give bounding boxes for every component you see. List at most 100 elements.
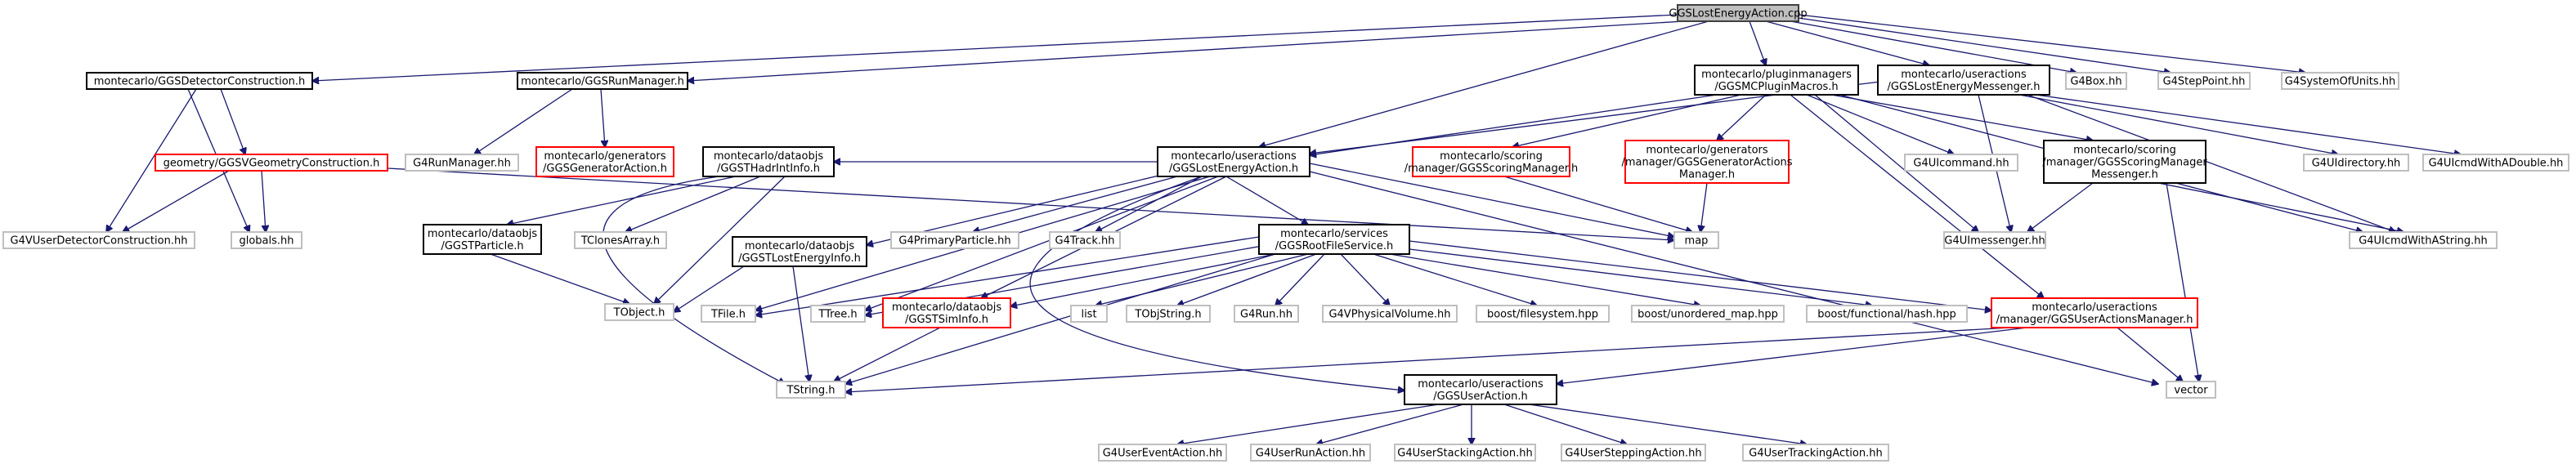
node-g4vphys[interactable]: G4VPhysicalVolume.hh (1322, 305, 1458, 323)
node-label-g4units: G4SystemOfUnits.hh (2285, 76, 2395, 88)
node-globals[interactable]: globals.hh (231, 231, 302, 249)
node-label-g4uicmd: G4UIcommand.hh (1913, 158, 2009, 170)
edge-scoremsg-to-g4uistr (2157, 182, 2404, 232)
node-g4urun[interactable]: G4UserRunAction.hh (1250, 444, 1371, 462)
node-runmgr[interactable]: montecarlo/GGSRunManager.h (517, 72, 688, 90)
node-label-ttree: TTree.h (818, 309, 857, 321)
node-siminfo[interactable]: montecarlo/dataobjs/GGSTSimInfo.h (882, 297, 1011, 328)
node-box-g4uistr (2349, 231, 2498, 249)
node-g4stack[interactable]: G4UserStackingAction.hh (1394, 444, 1536, 462)
node-label-g4uidir: G4UIdirectory.hh (2312, 158, 2401, 170)
edge-uamgr-to-tstring (845, 327, 2012, 392)
edge-root-to-g4box (1790, 20, 2076, 73)
edge-root-to-det (312, 14, 1678, 81)
edge-hadr-to-tobject (654, 176, 786, 304)
node-box-leinfo (732, 236, 867, 267)
node-g4run[interactable]: G4Run.hh (1234, 305, 1299, 323)
node-plugin[interactable]: montecarlo/pluginmanagers/GGSMCPluginMac… (1694, 65, 1859, 96)
node-box-leaction (1157, 146, 1310, 177)
node-box-g4stepping (1561, 444, 1706, 462)
node-scoringmgr[interactable]: montecarlo/scoring/manager/GGSScoringMan… (1404, 146, 1579, 177)
node-ttree[interactable]: TTree.h (810, 305, 866, 323)
node-g4uidir[interactable]: G4UIdirectory.hh (2303, 154, 2409, 172)
node-g4event[interactable]: G4UserEventAction.hh (1098, 444, 1227, 462)
node-box-runmgr (517, 72, 688, 90)
node-g4prim[interactable]: G4PrimaryParticle.hh (890, 231, 1019, 249)
node-list[interactable]: list (1070, 305, 1108, 323)
node-label-geom: geometry/GGSVGeometryConstruction.h (164, 158, 380, 170)
node-particle[interactable]: montecarlo/dataobjs/GGSTParticle.h (423, 224, 542, 255)
node-label-bfs: boost/filesystem.hpp (1487, 309, 1598, 321)
node-bfs[interactable]: boost/filesystem.hpp (1476, 305, 1610, 323)
edge-siminfo-to-tstring (834, 327, 941, 382)
node-label-scoremsg: Messenger.h (2091, 169, 2158, 181)
node-box-ttree (810, 305, 866, 323)
node-tobject[interactable]: TObject.h (604, 303, 674, 321)
node-label-gengen: /GGSGeneratorAction.h (543, 163, 667, 175)
node-g4udc[interactable]: G4VUserDetectorConstruction.hh (2, 231, 195, 249)
node-hadr[interactable]: montecarlo/dataobjs/GGSTHadrIntInfo.h (702, 146, 835, 177)
edge-rootfile-to-tstring (845, 253, 1276, 384)
node-tclones[interactable]: TClonesArray.h (574, 231, 667, 249)
node-label-tobject: TObject.h (613, 307, 665, 319)
node-det[interactable]: montecarlo/GGSDetectorConstruction.h (86, 72, 313, 90)
node-useraction[interactable]: montecarlo/useractions/GGSUserAction.h (1404, 374, 1557, 405)
node-g4uidbl[interactable]: G4UIcmdWithADouble.hh (2422, 154, 2569, 172)
node-label-g4stepping: G4UserSteppingAction.hh (1565, 448, 1701, 460)
node-genmgr[interactable]: montecarlo/generators/manager/GGSGenerat… (1621, 140, 1793, 184)
node-bhash[interactable]: boost/functional/hash.hpp (1806, 305, 1968, 323)
node-tstring[interactable]: TString.h (776, 381, 846, 399)
edge-uamgr-to-useraction (1557, 327, 2028, 384)
node-gengen[interactable]: montecarlo/generators/GGSGeneratorAction… (535, 146, 674, 177)
node-uamgr[interactable]: montecarlo/useractions/manager/GGSUserAc… (1991, 297, 2198, 328)
node-g4uistr[interactable]: G4UIcmdWithAString.hh (2349, 231, 2498, 249)
node-tobjstr[interactable]: TObjString.h (1126, 305, 1211, 323)
node-geom[interactable]: geometry/GGSVGeometryConstruction.h (155, 154, 388, 172)
node-root: GGSLostEnergyAction.cpp (1669, 4, 1808, 22)
edge-plugin-to-g4uimsgr (1814, 94, 1978, 232)
node-g4step[interactable]: G4StepPoint.hh (2157, 72, 2251, 90)
node-g4track[interactable]: G4Track.hh (1049, 231, 1121, 249)
edge-root-to-leaction (1259, 20, 1709, 147)
edge-scoremsg-to-vector (2166, 182, 2199, 382)
node-label-tclones: TClonesArray.h (580, 235, 660, 248)
node-label-genmgr: montecarlo/generators (1646, 145, 1768, 157)
node-g4stepping[interactable]: G4UserSteppingAction.hh (1561, 444, 1706, 462)
node-box-g4tracking (1742, 444, 1889, 462)
edge-plugin-to-scoremsg (1830, 94, 2093, 141)
node-bumap[interactable]: boost/unordered_map.hpp (1631, 305, 1785, 323)
edge-rootfile-to-g4run (1275, 253, 1325, 306)
node-box-g4run (1234, 305, 1299, 323)
node-box-det (86, 72, 313, 90)
node-g4runmgr[interactable]: G4RunManager.hh (405, 154, 519, 172)
node-box-scoremsg (2043, 140, 2206, 184)
node-box-g4stack (1394, 444, 1536, 462)
edge-rootfile-to-siminfo (1010, 253, 1276, 306)
edge-rootfile-to-uamgr (1409, 240, 1991, 310)
edge-leinfo-to-tobject (674, 266, 745, 312)
node-scoremsg[interactable]: montecarlo/scoring/manager/GGSScoringMan… (2042, 140, 2207, 184)
node-lemsg[interactable]: montecarlo/useractions/GGSLostEnergyMess… (1877, 65, 2050, 96)
node-label-useraction: montecarlo/useractions (1418, 378, 1543, 390)
node-label-runmgr: montecarlo/GGSRunManager.h (521, 76, 684, 88)
node-box-g4box (2065, 72, 2127, 90)
node-g4tracking[interactable]: G4UserTrackingAction.hh (1742, 444, 1889, 462)
node-leinfo[interactable]: montecarlo/dataobjs/GGSTLostEnergyInfo.h (732, 236, 867, 267)
node-vector[interactable]: vector (2166, 381, 2216, 399)
node-label-g4tracking: G4UserTrackingAction.hh (1749, 448, 1882, 460)
node-box-g4uidbl (2422, 154, 2569, 172)
node-g4box[interactable]: G4Box.hh (2065, 72, 2127, 90)
edge-useraction-to-g4tracking (1528, 404, 1807, 444)
node-label-hadr: montecarlo/dataobjs (714, 150, 823, 163)
node-map[interactable]: map (1673, 231, 1719, 249)
node-leaction[interactable]: montecarlo/useractions/GGSLostEnergyActi… (1157, 146, 1310, 177)
node-box-vector (2166, 381, 2216, 399)
node-g4units[interactable]: G4SystemOfUnits.hh (2281, 72, 2399, 90)
node-tfile[interactable]: TFile.h (701, 305, 756, 323)
node-box-scoringmgr (1412, 146, 1570, 177)
node-g4uicmd[interactable]: G4UIcommand.hh (1904, 154, 2018, 172)
node-rootfile[interactable]: montecarlo/services/GGSRootFileService.h (1258, 224, 1410, 255)
node-g4uimsgr[interactable]: G4UImessenger.hh (1943, 231, 2046, 249)
node-label-rootfile: /GGSRootFileService.h (1275, 240, 1393, 252)
edge-leaction-to-useraction (1029, 176, 1404, 390)
